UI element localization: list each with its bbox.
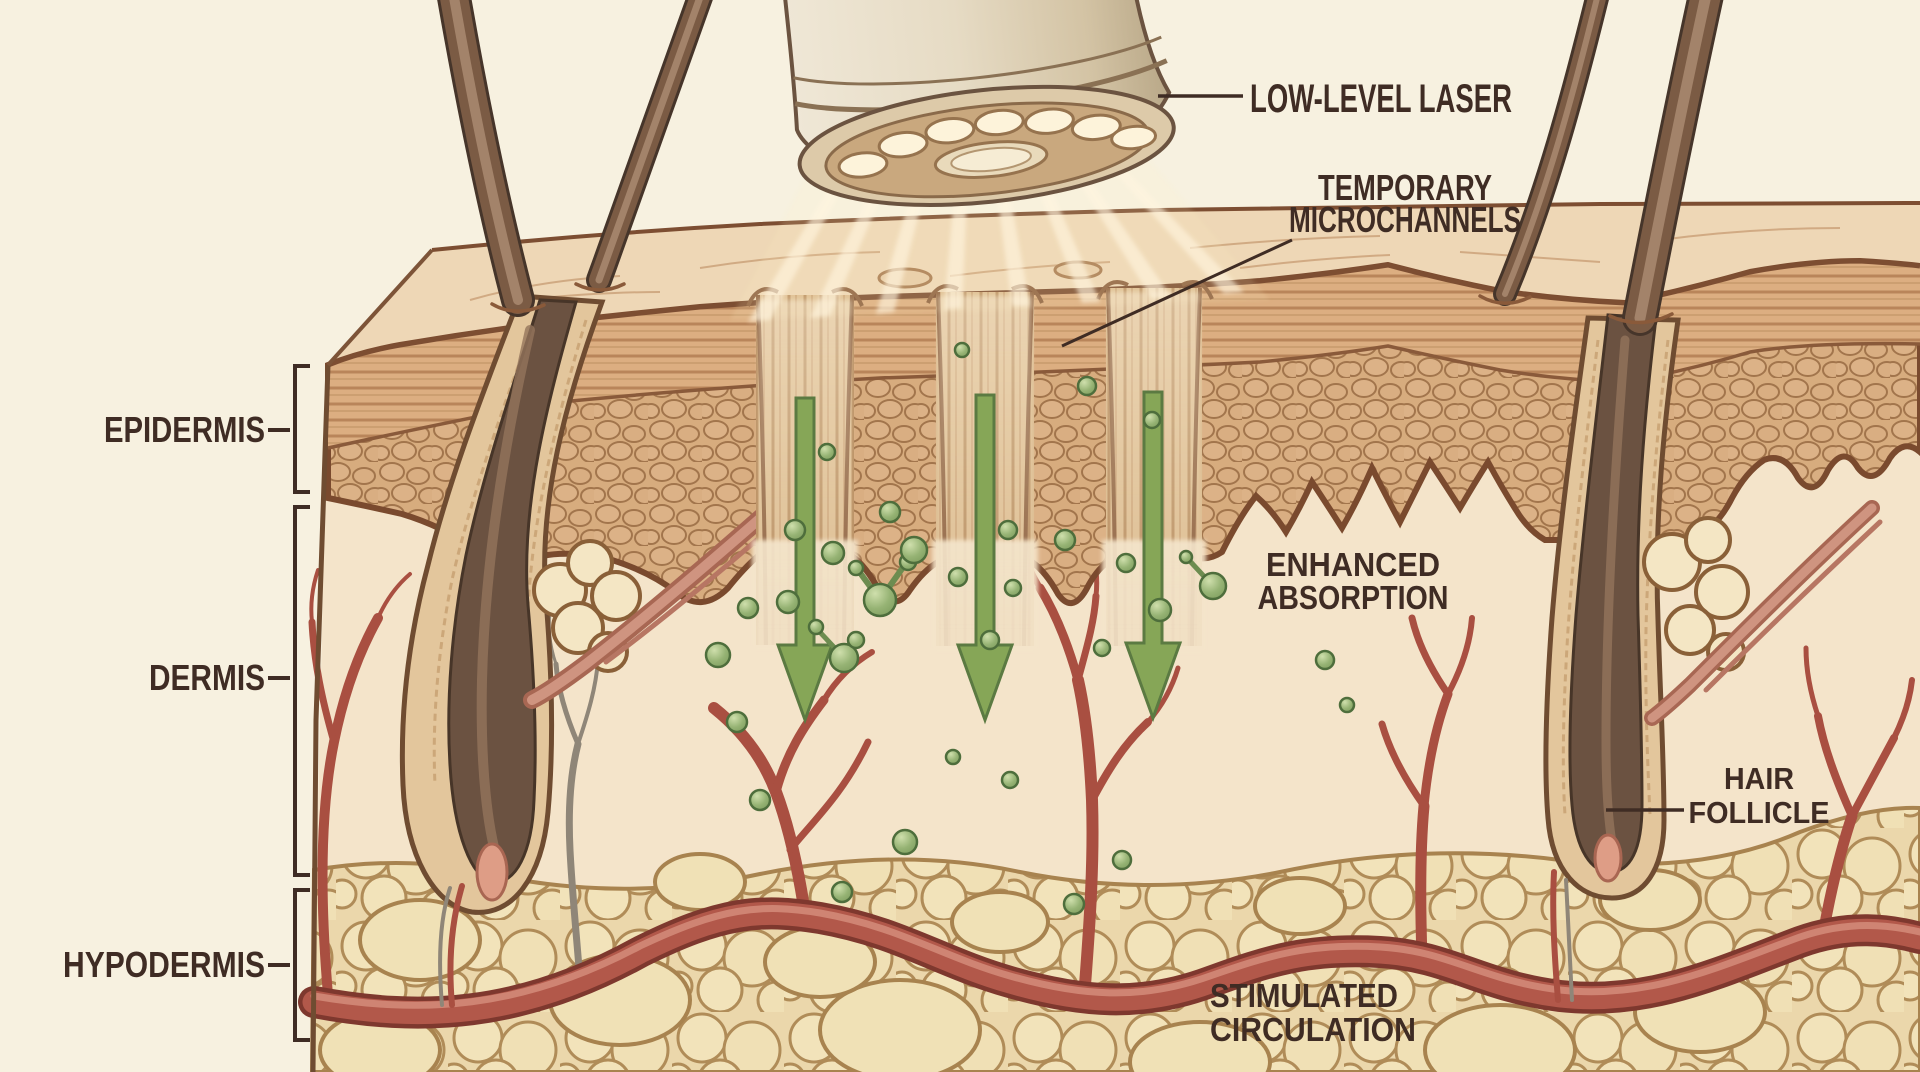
laser-device: [781, 0, 1176, 207]
label-hair-follicle-1: HAIR: [1724, 761, 1794, 796]
molecule-cluster: [1178, 549, 1228, 601]
hair-follicle-left-group: [399, 293, 783, 1008]
down-arrow-icon: [1123, 390, 1183, 723]
leader-microchannels: [1061, 238, 1293, 348]
down-arrow-icon: [955, 393, 1015, 725]
layer-brackets: [268, 94, 1684, 1042]
label-circulation-1: STIMULATED: [1210, 977, 1398, 1014]
block-bevel-edge: [326, 248, 434, 367]
label-absorption-1: ENHANCED: [1266, 546, 1440, 583]
drug-particles: [704, 341, 1356, 916]
down-arrow-icon: [775, 396, 835, 725]
label-hair-follicle-2: FOLLICLE: [1689, 795, 1830, 830]
label-dermis: DERMIS: [149, 657, 265, 698]
bracket-dermis: [293, 505, 310, 877]
label-laser: LOW-LEVEL LASER: [1250, 77, 1512, 121]
main-blood-vessel: [298, 897, 1920, 1029]
dermal-papilla: [1593, 833, 1623, 883]
arrector-pili-muscle: [1644, 500, 1883, 726]
fat-lobules: [318, 852, 1767, 1072]
hair-shafts: [437, 0, 1724, 336]
hair-entry-puckers: [490, 282, 1674, 325]
sebaceous-gland: [1642, 516, 1750, 672]
dermal-papilla: [475, 842, 509, 902]
label-microchannels-1: TEMPORARY: [1318, 167, 1492, 208]
label-absorption-2: ABSORPTION: [1258, 579, 1449, 616]
bracket-epidermis: [293, 364, 310, 494]
hair-follicle-right-group: [1543, 313, 1883, 1003]
text-labels: LOW-LEVEL LASER TEMPORARY MICROCHANNELS …: [63, 77, 1830, 1048]
block-cut-edge: [310, 364, 331, 1072]
label-circulation-2: CIRCULATION: [1210, 1011, 1416, 1048]
label-hypodermis: HYPODERMIS: [63, 944, 265, 985]
laser-aperture-holes: [837, 107, 1158, 179]
label-microchannels-2: MICROCHANNELS: [1289, 199, 1521, 240]
molecule-cluster: [847, 552, 918, 618]
bracket-hypodermis: [293, 888, 310, 1042]
label-epidermis: EPIDERMIS: [104, 409, 265, 450]
molecule-cluster: [807, 618, 860, 674]
absorption-arrows: [775, 390, 1183, 725]
